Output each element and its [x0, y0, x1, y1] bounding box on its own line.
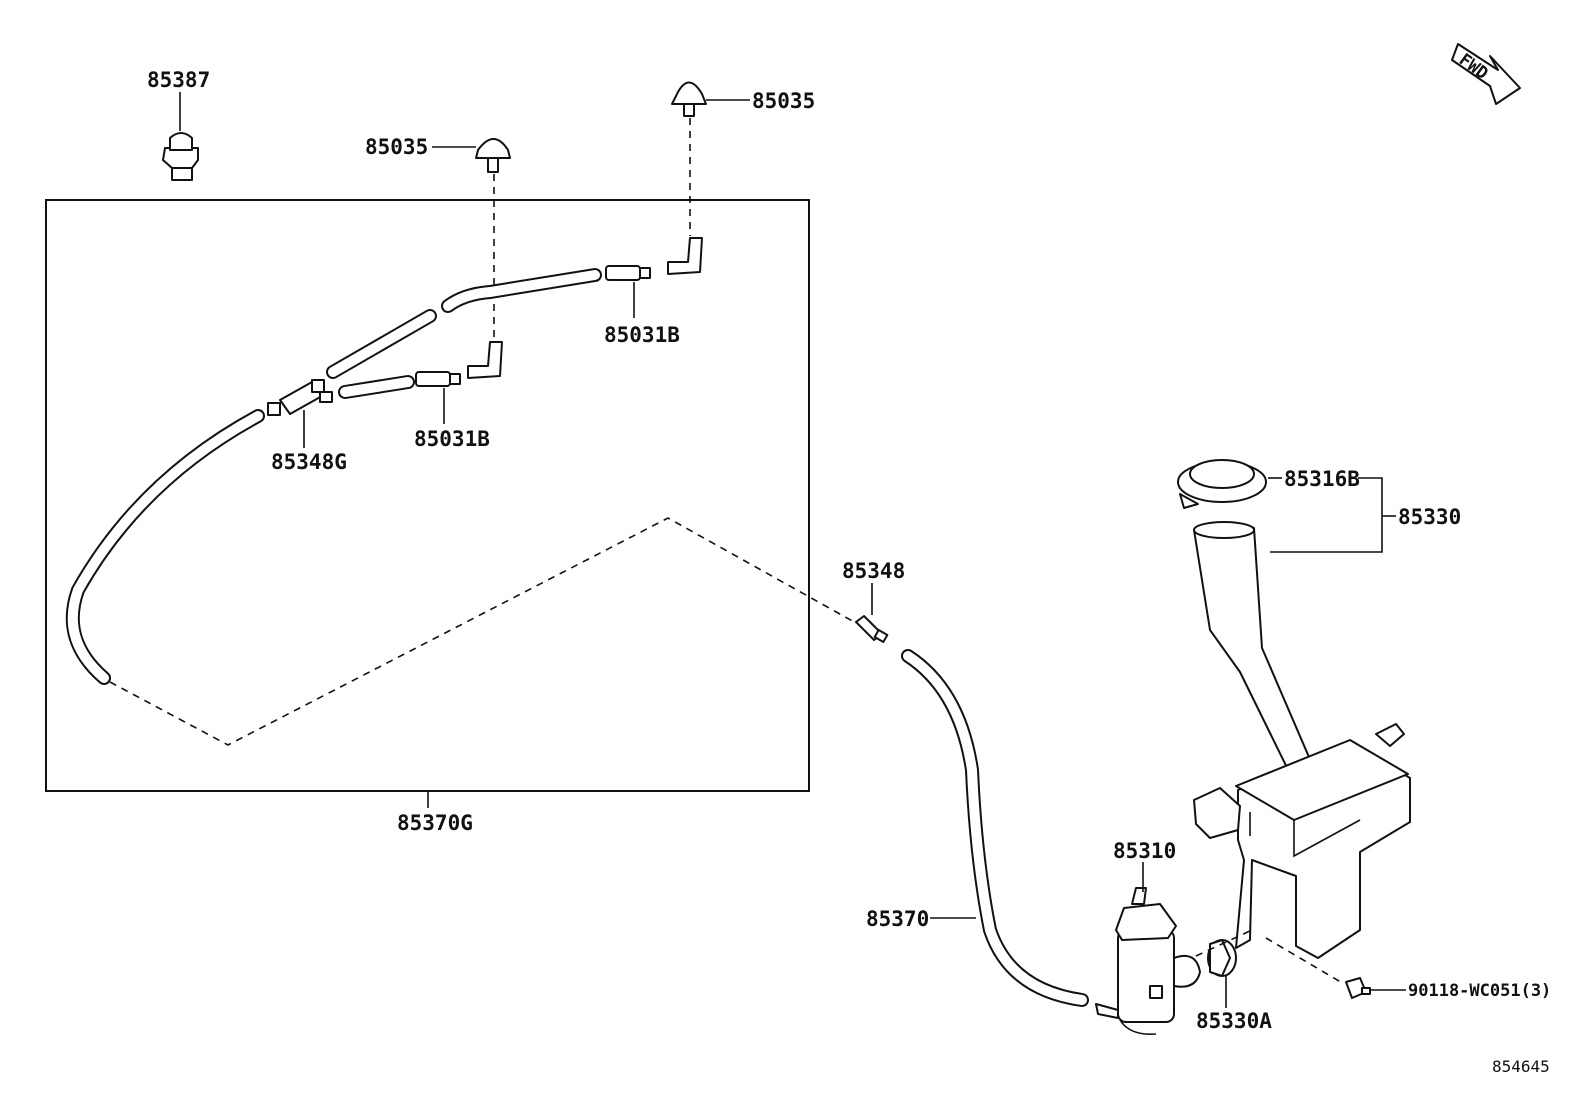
bolt-90118-WC051[interactable]: [1345, 977, 1371, 999]
label-90118-WC051: 90118-WC051(3): [1408, 981, 1551, 1001]
elbow-lower[interactable]: [467, 341, 503, 379]
filler-cap-85316B[interactable]: [1177, 459, 1267, 509]
label-85348G: 85348G: [271, 450, 347, 474]
joint-85348[interactable]: [855, 615, 889, 643]
label-85370: 85370: [866, 907, 929, 931]
washer-pump-85310[interactable]: [1095, 887, 1201, 1036]
forward-direction-arrow: FWD: [1451, 43, 1521, 105]
label-85387: 85387: [147, 68, 210, 92]
washer-tank-85330[interactable]: [1193, 521, 1411, 959]
grommet-85330A[interactable]: [1207, 939, 1237, 977]
label-85330A: 85330A: [1196, 1009, 1272, 1033]
label-85370G: 85370G: [397, 811, 473, 835]
label-85330: 85330: [1398, 505, 1461, 529]
label-85031B-upper: 85031B: [604, 323, 680, 347]
washer-nozzle-left[interactable]: [475, 138, 511, 173]
three-way-joint-85348G[interactable]: [267, 379, 333, 416]
label-85035-left: 85035: [365, 135, 428, 159]
label-85316B: 85316B: [1284, 467, 1360, 491]
joint-85031B-lower[interactable]: [415, 371, 461, 387]
diagram-number: 854645: [1492, 1057, 1550, 1076]
label-85348: 85348: [842, 559, 905, 583]
label-85035-right: 85035: [752, 89, 815, 113]
washer-nozzle-right[interactable]: [671, 81, 707, 117]
elbow-upper[interactable]: [667, 237, 703, 275]
subassembly-frame: [45, 199, 810, 792]
label-85310: 85310: [1113, 839, 1176, 863]
clip-85387[interactable]: [162, 132, 199, 181]
joint-85031B-upper[interactable]: [605, 265, 651, 281]
label-85031B-lower: 85031B: [414, 427, 490, 451]
